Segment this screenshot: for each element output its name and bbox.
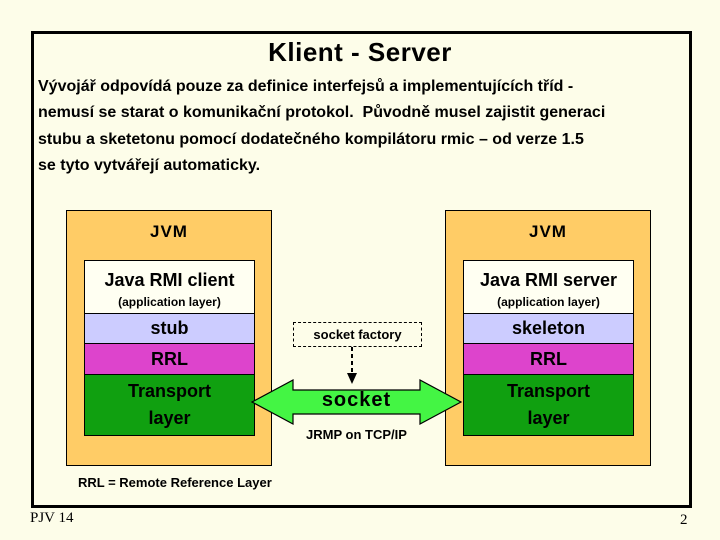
socket-factory-label: socket factory (313, 327, 402, 342)
paragraph-line: se tyto vytvářejí automaticky. (38, 157, 261, 175)
server-application-layer: Java RMI server (application layer) (464, 261, 633, 313)
client-app-subtitle: (application layer) (118, 295, 221, 309)
jvm-label-client: JVM (150, 222, 188, 241)
dashed-down-arrow-icon (347, 347, 357, 384)
client-app-title: Java RMI client (104, 270, 235, 290)
rrl-label: RRL (151, 348, 188, 369)
socket-double-arrow-icon (251, 378, 462, 426)
stub-label: stub (150, 318, 189, 338)
rrl-legend: RRL = Remote Reference Layer (78, 475, 272, 490)
client-application-layer: Java RMI client (application layer) (85, 261, 254, 313)
jvm-label-server: JVM (529, 222, 567, 241)
footer-course-label: PJV 14 (30, 510, 74, 526)
slide-paragraph: Vývojář odpovídá pouze za definice inter… (38, 74, 688, 180)
transport-label-line1: Transport (506, 381, 590, 401)
protocol-label: JRMP on TCP/IP (306, 427, 407, 442)
client-stub-layer: stub (85, 313, 254, 343)
server-layer-stack: Java RMI server (application layer) skel… (463, 260, 634, 436)
rrl-label: RRL (530, 348, 567, 369)
paragraph-line: Vývojář odpovídá pouze za definice inter… (38, 78, 574, 95)
socket-label: socket (321, 389, 392, 411)
client-layer-stack: Java RMI client (application layer) stub… (84, 260, 255, 436)
client-transport-layer: Transport layer (85, 374, 254, 435)
server-rrl-layer: RRL (464, 343, 633, 374)
transport-label-line2: layer (148, 408, 191, 428)
page-number: 2 (680, 512, 688, 528)
server-app-title: Java RMI server (479, 270, 618, 290)
skeleton-label: skeleton (511, 318, 586, 338)
socket-factory-box: socket factory (293, 322, 422, 347)
transport-label-line1: Transport (127, 381, 211, 401)
server-transport-layer: Transport layer (464, 374, 633, 435)
jvm-box-client: JVM Java RMI client (application layer) … (66, 210, 272, 466)
jvm-box-server: JVM Java RMI server (application layer) … (445, 210, 651, 466)
slide-title: Klient - Server (268, 37, 452, 67)
slide-frame (31, 31, 692, 508)
client-rrl-layer: RRL (85, 343, 254, 374)
transport-label-line2: layer (527, 408, 570, 428)
paragraph-line: stubu a sketetonu pomocí dodatečného kom… (38, 130, 584, 148)
server-app-subtitle: (application layer) (497, 295, 600, 309)
paragraph-line: nemusí se starat o komunikační protokol.… (38, 104, 606, 122)
server-skeleton-layer: skeleton (464, 313, 633, 343)
